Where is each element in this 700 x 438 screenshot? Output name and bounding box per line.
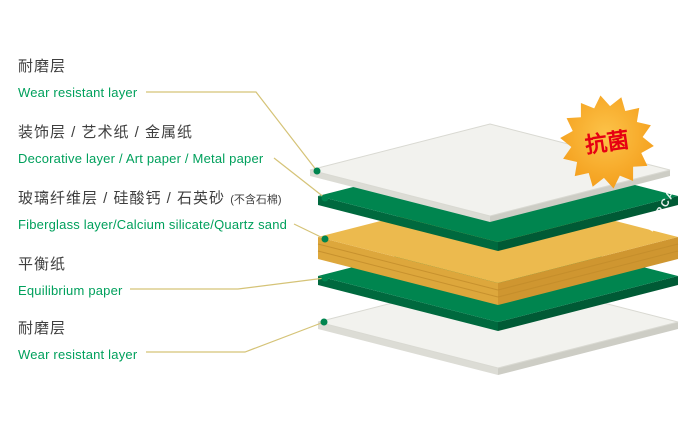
dot-fiberglass [321,235,329,243]
label-en: Wear resistant layer [18,347,138,362]
dot-decorative [321,194,329,202]
dot-wear-bottom [320,318,328,326]
label-zh: 玻璃纤维层 / 硅酸钙 / 石英砂 [18,190,226,207]
badge-label: 抗菌 [584,127,631,158]
label-zh-note: (不含石棉) [230,194,282,206]
label-zh: 耐磨层 [18,320,67,337]
layer-label-equilibrium: 平衡纸 Equilibrium paper [18,253,123,298]
leader-line-equilibrium [130,277,326,290]
dot-wear-top [313,167,321,175]
dot-equilibrium [321,274,329,282]
leader-line-wear-top [146,91,318,172]
leader-lines [130,91,329,353]
label-en: Wear resistant layer [18,85,138,100]
leader-line-wear-bottom [146,321,325,353]
layer-label-decorative: 装饰层 / 艺术纸 / 金属纸 Decorative layer / Art p… [18,121,263,166]
label-zh: 装饰层 / 艺术纸 / 金属纸 [18,124,194,141]
leader-line-fiberglass [293,223,326,240]
label-en: Equilibrium paper [18,283,123,298]
leader-line-decorative [273,157,326,199]
badge-starburst [560,95,654,189]
layer-label-wear-top: 耐磨层 Wear resistant layer [18,55,137,100]
label-zh: 耐磨层 [18,58,67,75]
layer-label-wear-bottom: 耐磨层 Wear resistant layer [18,317,137,362]
label-en: Fiberglass layer/Calcium silicate/Quartz… [18,217,288,232]
antibacterial-badge: 抗菌 [560,95,654,189]
label-zh: 平衡纸 [18,256,67,273]
label-en: Decorative layer / Art paper / Metal pap… [18,151,264,166]
layer-label-fiberglass: 玻璃纤维层 / 硅酸钙 / 石英砂 (不含石棉) Fiberglass laye… [18,187,287,232]
